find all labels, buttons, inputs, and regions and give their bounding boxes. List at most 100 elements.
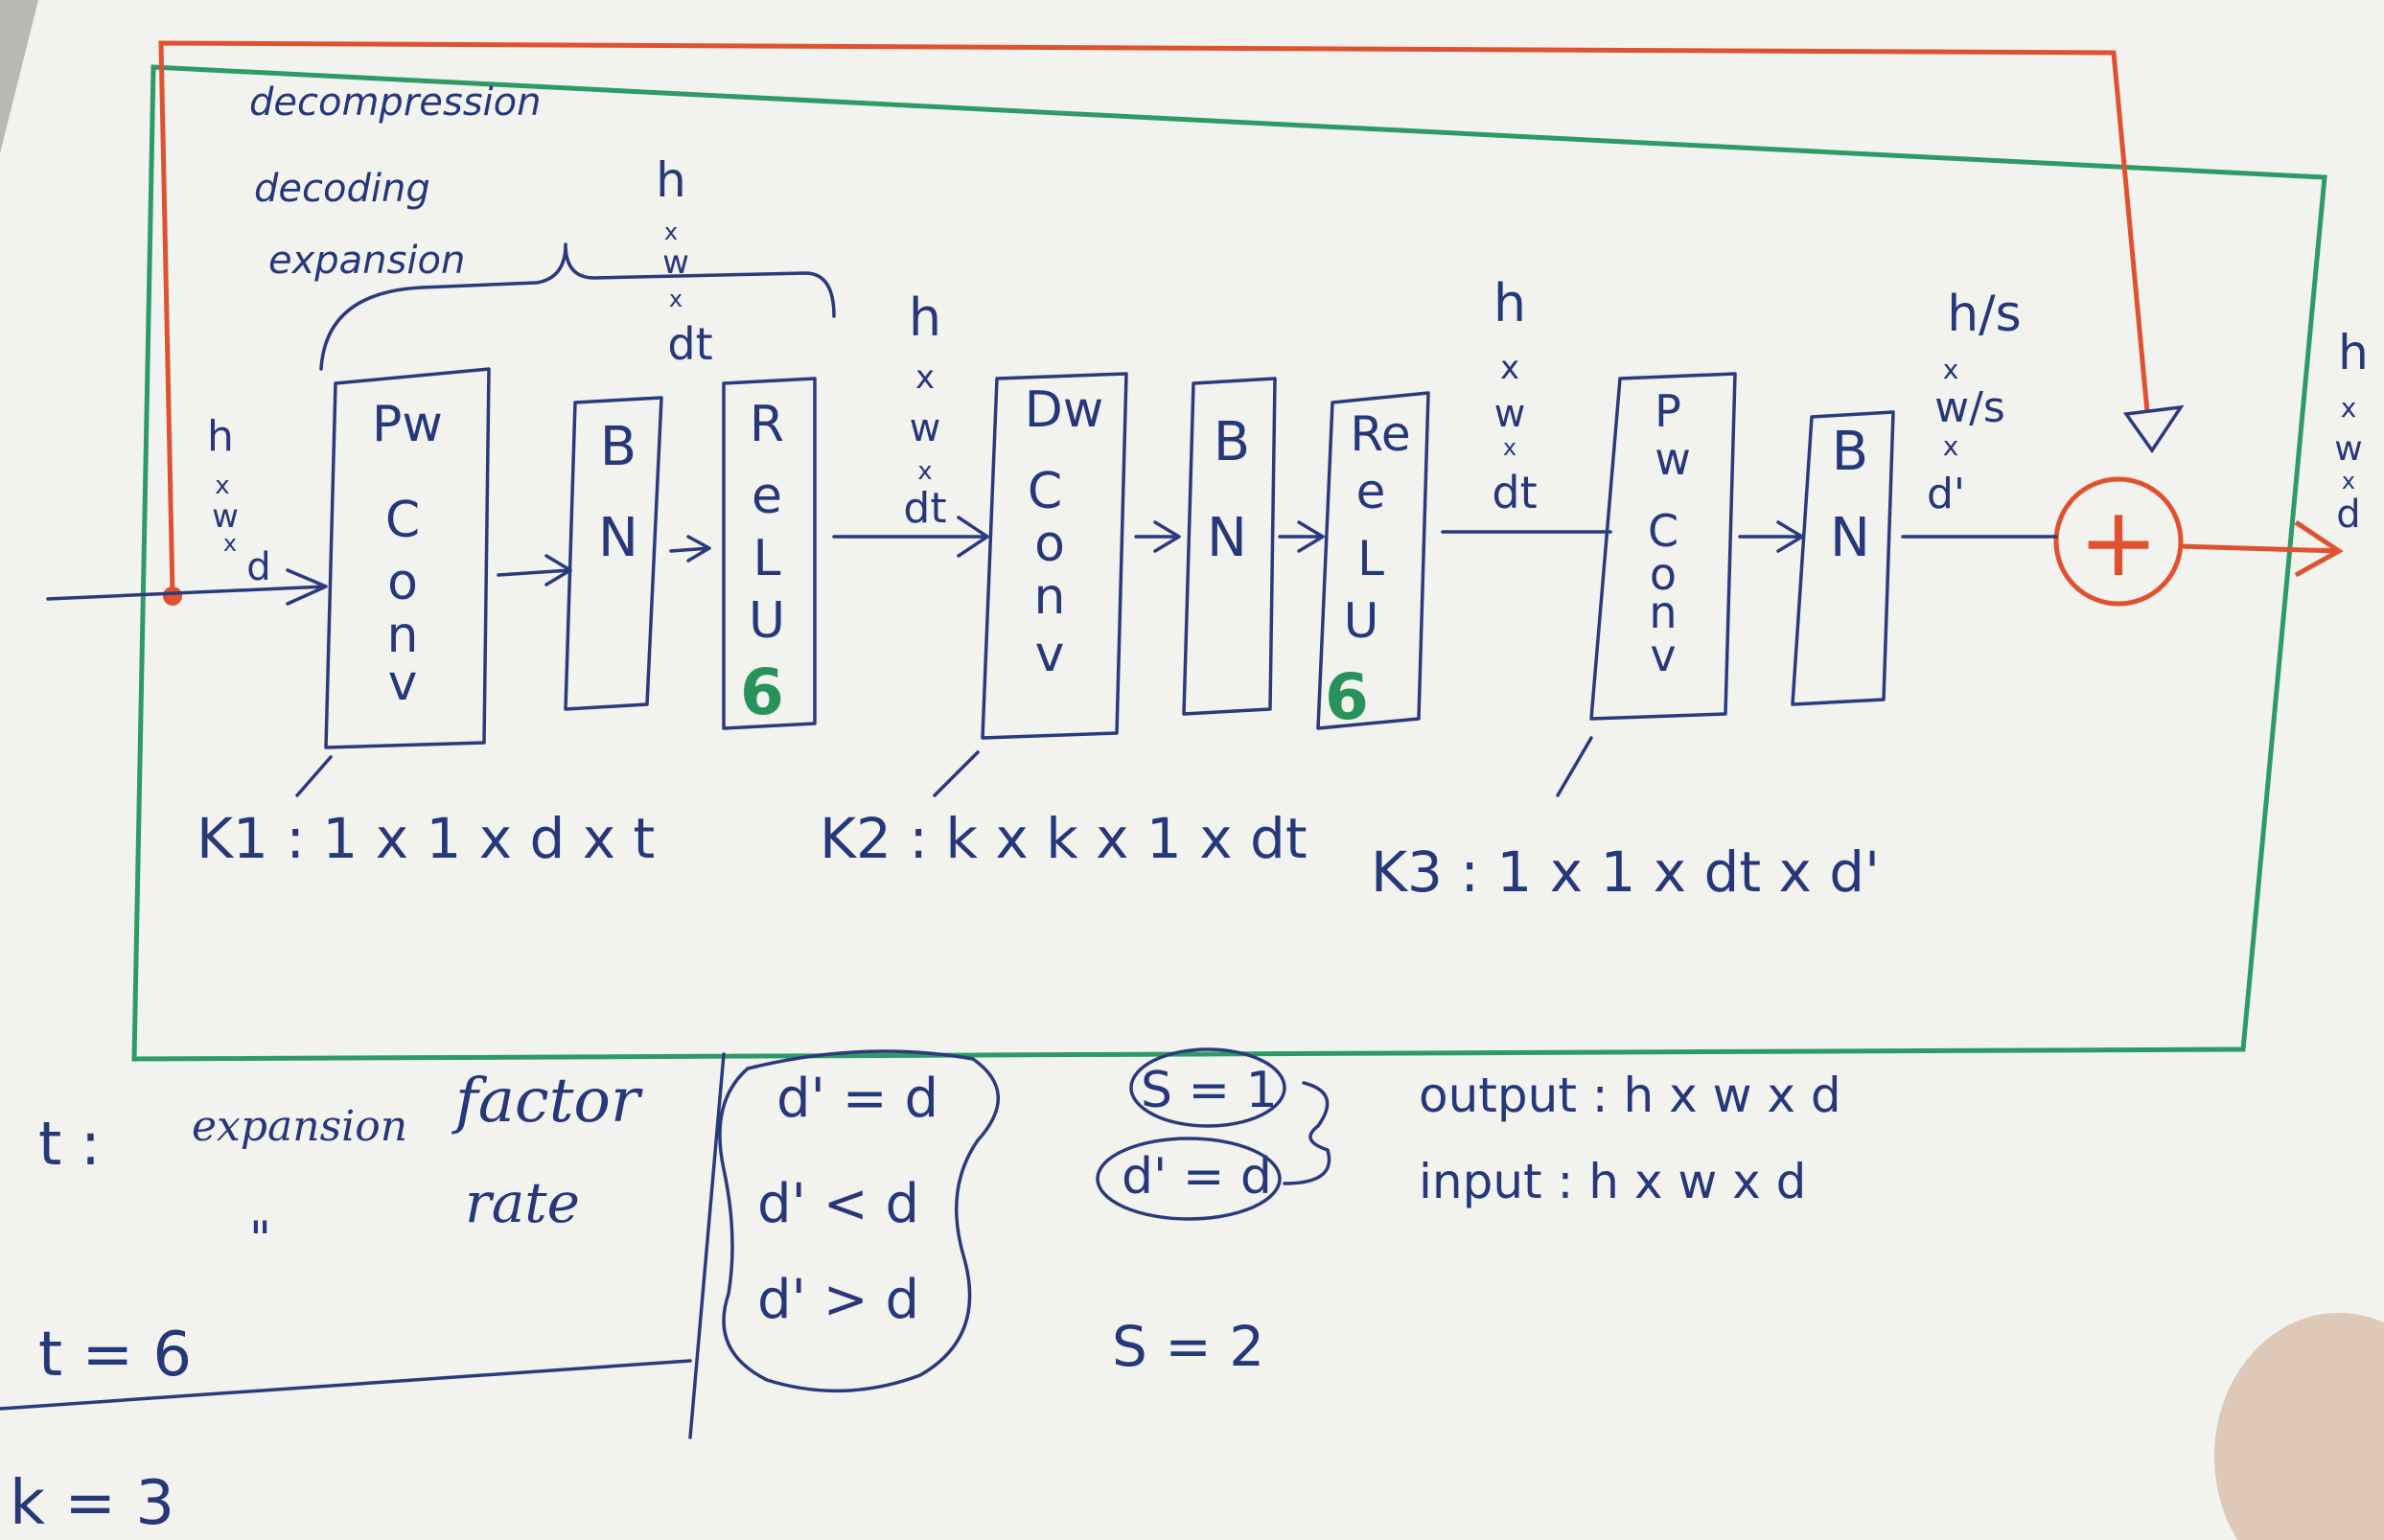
kernel-3-pointer (1556, 736, 1593, 797)
block-relu6-1: R e L U 6 (722, 377, 817, 730)
kernel-2-pointer (933, 750, 980, 797)
block-4-letter: v (1035, 626, 1065, 683)
dim-relu2-x: x (1500, 349, 1519, 387)
k-value: k = 3 (10, 1468, 174, 1539)
relu6-suffix-1: 6 (740, 655, 784, 729)
dim-output-x: x (2341, 392, 2357, 424)
block-8-letter: B (1832, 421, 1868, 483)
dim-output-d: d (2336, 493, 2360, 537)
dims-after-expand: h x w x dt (656, 152, 712, 370)
dim-expand-h: h (656, 152, 686, 208)
block-2-letter: B (600, 416, 637, 478)
dim-output-w: w (2334, 429, 2362, 469)
dim-relu1-dt: dt (903, 484, 946, 533)
dim-input-x: x (223, 530, 237, 557)
t-expansion: expansion (192, 1102, 407, 1151)
block-6-letter: Re (1350, 406, 1410, 462)
s2-label: S = 2 (1112, 1314, 1264, 1379)
skip-arrow-head (2122, 404, 2185, 454)
block-dw-conv: Dw C o n v (981, 372, 1128, 740)
block-3-letter: U (749, 592, 785, 650)
note-decoding: decoding (254, 167, 430, 211)
dim-relu1-x: x (915, 358, 935, 397)
dims-input: h x w x d (207, 412, 271, 589)
output-line: output : h x w x d (1419, 1068, 1841, 1123)
t-label: t : (38, 1109, 101, 1179)
dim-relu2-x: x (1503, 434, 1516, 461)
add-node (2053, 476, 2184, 607)
dim-relu1-w: w (910, 406, 941, 450)
kernel-1: K1 : 1 x 1 x d x t (197, 806, 655, 871)
block-7-letter: n (1649, 586, 1677, 638)
block-bn-3: B N (1791, 410, 1895, 706)
dim-input-x: x (215, 471, 229, 500)
kernel-2: K2 : k x k x 1 x dt (820, 806, 1308, 871)
hand-shadow (2214, 1313, 2384, 1540)
block-7-letter: P (1655, 385, 1681, 437)
dim-bn3-w: w/s (1934, 383, 2005, 432)
block-8-letter: N (1830, 507, 1870, 569)
paper-shadow (0, 0, 38, 153)
case-equal: d' = d (776, 1068, 938, 1130)
expansion-brace (319, 242, 836, 371)
output-arrow (2180, 519, 2344, 578)
dims-output: h x w x d (2334, 325, 2369, 537)
skip-origin-dot (163, 586, 182, 606)
block-1-letter: Pw (372, 396, 443, 453)
note-expansion: expansion (268, 239, 465, 283)
dim-relu2-dt: dt (1492, 467, 1537, 518)
dim-expand-dt: dt (667, 318, 712, 370)
relu6-suffix-2: 6 (1325, 660, 1369, 734)
t-rate: rate (465, 1170, 580, 1235)
d-equal-label: d' = d (1122, 1148, 1272, 1206)
dim-expand-x: x (669, 286, 683, 312)
block-1-letter: n (387, 607, 419, 664)
dims-after-relu1: h x w x dt (903, 287, 946, 533)
block-3-letter: e (752, 468, 782, 525)
block-bn-1: B N (564, 396, 663, 711)
block-6-letter: L (1357, 531, 1384, 586)
dim-expand-w: w (662, 243, 689, 282)
block-1-letter: o (387, 554, 418, 611)
block-1-letter: v (388, 655, 418, 712)
kernel-3: K3 : 1 x 1 x dt x d' (1371, 839, 1880, 905)
block-7-letter: v (1650, 630, 1676, 681)
block-frame (131, 64, 2327, 1062)
block-1-letter: C (385, 492, 420, 549)
dim-relu1-h: h (909, 287, 941, 348)
t-ditto: " (249, 1211, 271, 1267)
input-line (46, 568, 328, 606)
dim-bn3-d: d' (1927, 470, 1965, 518)
dim-input-d: d (246, 545, 270, 589)
bottom-notes: t : expansion factor " rate t = 6 k = 3 … (10, 1062, 1841, 1539)
add-symbol: + (2078, 486, 2159, 598)
block-5-letter: B (1214, 411, 1250, 473)
dims-after-relu2: h x w x dt (1492, 273, 1537, 518)
dim-expand-x: x (664, 218, 678, 245)
bottom-strokes (0, 1047, 1331, 1439)
block-pw-conv-1: Pw C o n v (324, 367, 491, 749)
dim-relu2-w: w (1494, 392, 1526, 436)
dim-output-x: x (2342, 468, 2355, 494)
dim-output-h: h (2338, 325, 2369, 380)
header-notes: decompression decoding expansion (249, 80, 542, 283)
block-4-letter: n (1034, 568, 1066, 626)
block-2-letter: N (598, 507, 638, 569)
t-value: t = 6 (38, 1320, 192, 1391)
dim-bn3-x: x (1943, 430, 1959, 462)
block-pw-conv-2: P w C o n v (1589, 372, 1737, 721)
block-bn-2: B N (1182, 377, 1277, 716)
block-6-letter: e (1356, 464, 1386, 519)
block-3-letter: L (753, 530, 781, 587)
kernel-labels: K1 : 1 x 1 x d x t K2 : k x k x 1 x dt K… (197, 806, 1880, 905)
dims-after-bn3: h/s x w/s x d' (1927, 286, 2022, 518)
case-less: d' < d (757, 1173, 919, 1235)
block-7-letter: o (1650, 548, 1677, 600)
dim-input-w: w (212, 497, 239, 536)
block-7-letter: C (1648, 505, 1678, 557)
block-7-letter: w (1655, 433, 1691, 485)
block-4-letter: Dw (1025, 381, 1104, 439)
t-factor: factor (451, 1066, 643, 1137)
